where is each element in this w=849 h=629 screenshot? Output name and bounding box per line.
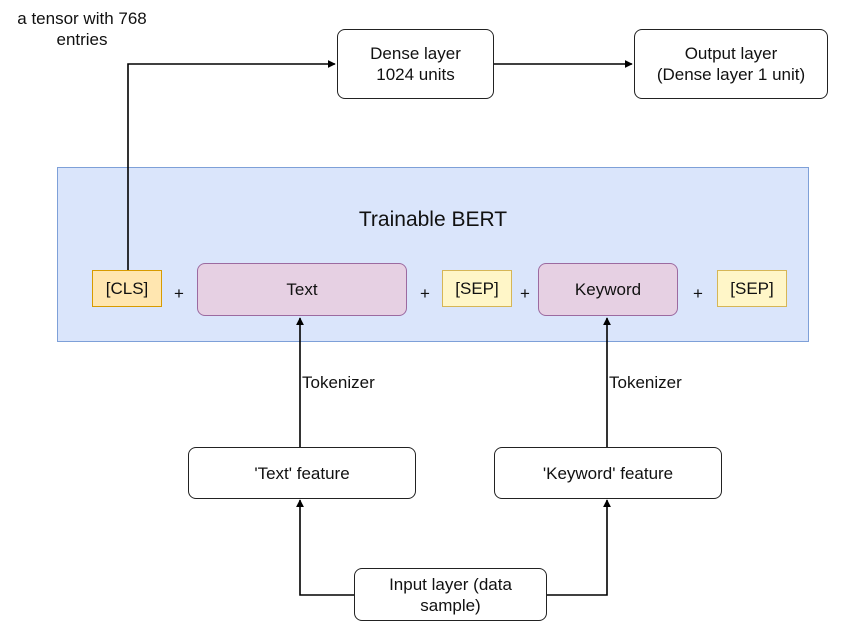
text-token: Text (197, 263, 407, 316)
tensor-annotation: a tensor with 768 entries (17, 9, 147, 49)
keyword-token: Keyword (538, 263, 678, 316)
plus-operator: + (420, 284, 430, 303)
sep-token: [SEP] (717, 270, 787, 307)
output-layer-label: Output layer (Dense layer 1 unit) (656, 44, 806, 84)
input-layer-node: Input layer (data sample) (354, 568, 547, 621)
sep-token: [SEP] (442, 270, 512, 307)
bert-title: Trainable BERT (358, 208, 508, 231)
input-layer-label: Input layer (data sample) (389, 574, 512, 615)
text-token-label: Text (286, 280, 318, 299)
cls-token-label: [CLS] (105, 279, 149, 298)
sep-token-label: [SEP] (455, 279, 499, 298)
keyword-feature-label: 'Keyword' feature (542, 463, 674, 483)
tokenizer-label: Tokenizer (609, 373, 682, 392)
text-feature-label: 'Text' feature (254, 463, 350, 483)
keyword-feature-node: 'Keyword' feature (494, 447, 722, 499)
input-to-keyword-feature-arrow (547, 499, 611, 596)
output-layer-node: Output layer (Dense layer 1 unit) (634, 29, 828, 99)
input-to-text-feature-arrow (296, 499, 354, 596)
dense-layer-node: Dense layer 1024 units (337, 29, 494, 99)
plus-operator: + (520, 284, 530, 303)
dense-layer-label: Dense layer 1024 units (370, 44, 461, 84)
sep-token-label: [SEP] (730, 279, 774, 298)
bert-region (57, 167, 809, 342)
tokenizer-label: Tokenizer (302, 373, 375, 392)
cls-to-dense-arrow (127, 60, 336, 270)
keyword-token-label: Keyword (574, 280, 642, 299)
plus-operator: + (693, 284, 703, 303)
plus-operator: + (174, 284, 184, 303)
cls-token: [CLS] (92, 270, 162, 307)
text-feature-node: 'Text' feature (188, 447, 416, 499)
